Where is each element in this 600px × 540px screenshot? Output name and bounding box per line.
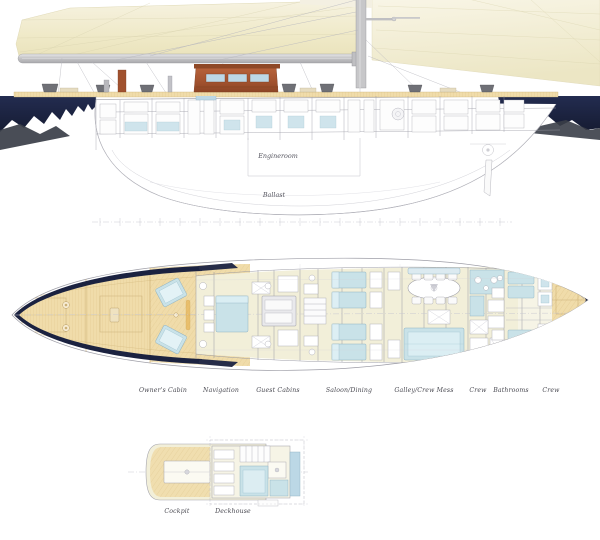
- mast: [355, 0, 420, 89]
- mainsail: [15, 1, 363, 61]
- plan-label-navigation: Navigation: [202, 387, 239, 394]
- plan-label-crew-forward: Crew: [469, 387, 487, 394]
- profile-label-engineroom: Engineroom: [257, 152, 298, 160]
- deckhouse-plan-view: Cockpit Deckhouse: [128, 436, 310, 515]
- saloon-dining: [387, 267, 465, 361]
- deckhouse-profile: [193, 64, 280, 93]
- guest-cabins: [303, 271, 383, 361]
- headsail: [371, 0, 600, 87]
- rigging-lines: [57, 0, 471, 97]
- navigation-area: [261, 275, 327, 348]
- owners-cabin-furniture: [155, 277, 271, 355]
- deck-hardware: [41, 69, 495, 93]
- profile-view: Engineroom Ballast: [0, 0, 600, 226]
- plan-centerline: [13, 312, 588, 316]
- plan-label-owners-cabin: Owner's Cabin: [139, 387, 187, 394]
- plan-label-guest-cabins: Guest Cabins: [256, 387, 300, 394]
- plan-label-crew-aft: Crew: [542, 387, 560, 394]
- accommodation-plan-view: Owner's Cabin Navigation Guest Cabins Sa…: [11, 257, 589, 394]
- deckhouse-label-cockpit: Cockpit: [164, 508, 190, 515]
- sail-head: [300, 0, 372, 8]
- baseline-datum: [92, 218, 512, 226]
- profile-interior: [95, 96, 560, 177]
- cockpit-table: [163, 460, 211, 484]
- deckhouse-construction-lines: [206, 436, 310, 508]
- plan-label-bathrooms: Bathrooms: [492, 387, 529, 394]
- profile-deck-teak: [13, 91, 559, 98]
- deckhouse-windows: [205, 73, 270, 83]
- profile-label-ballast: Ballast: [262, 191, 286, 199]
- plan-label-saloon-dining: Saloon/Dining: [326, 387, 372, 394]
- deckhouse-label-deckhouse: Deckhouse: [214, 508, 251, 515]
- deckhouse-interior: [211, 445, 301, 507]
- plan-label-galley-crew-mess: Galley/Crew Mess: [394, 387, 453, 394]
